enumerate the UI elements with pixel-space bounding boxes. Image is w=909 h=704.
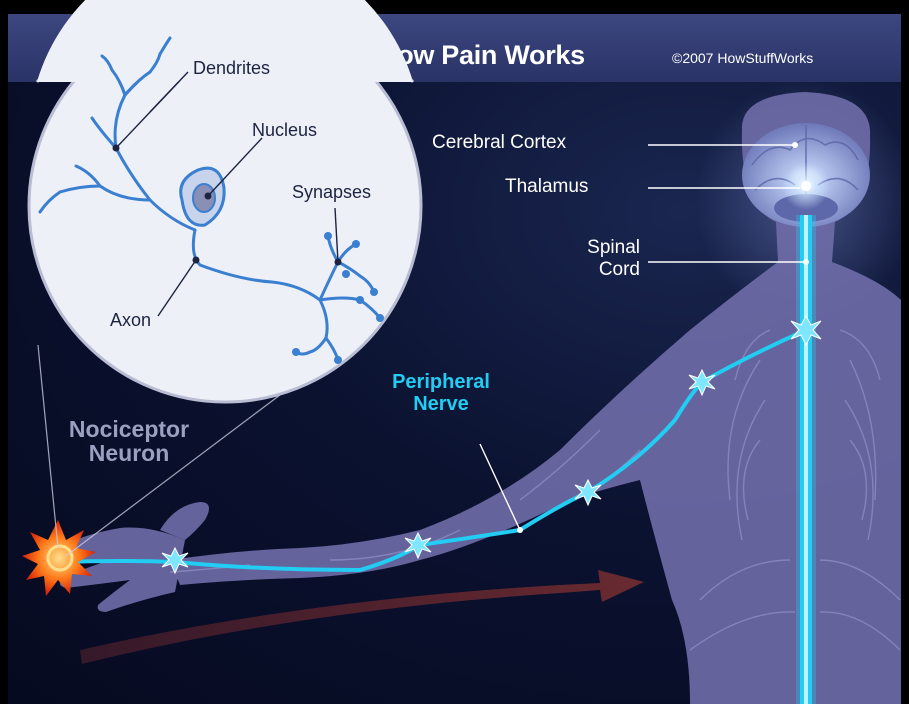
nucleus bbox=[193, 184, 215, 212]
label-nucleus: Nucleus bbox=[252, 120, 317, 141]
label-synapses: Synapses bbox=[292, 182, 371, 203]
label-peripheral-nerve: Peripheral Nerve bbox=[385, 371, 497, 415]
frame-right bbox=[901, 0, 909, 704]
label-peripheral-line2: Nerve bbox=[385, 393, 497, 415]
label-spinal-line1: Spinal bbox=[560, 237, 640, 259]
label-nociceptor-line2: Neuron bbox=[40, 441, 218, 465]
label-nociceptor-line1: Nociceptor bbox=[40, 417, 218, 441]
spinal-cord bbox=[796, 215, 816, 704]
frame-left bbox=[0, 0, 8, 704]
label-cerebral-cortex: Cerebral Cortex bbox=[432, 132, 566, 154]
label-thalamus: Thalamus bbox=[505, 176, 588, 198]
brain bbox=[742, 123, 870, 227]
label-spinal-line2: Cord bbox=[560, 259, 640, 281]
label-peripheral-line1: Peripheral bbox=[385, 371, 497, 393]
label-spinal-cord: Spinal Cord bbox=[560, 237, 640, 281]
page-title: How Pain Works bbox=[378, 40, 585, 71]
frame-top bbox=[0, 0, 909, 14]
label-axon: Axon bbox=[110, 310, 151, 331]
label-nociceptor-neuron: Nociceptor Neuron bbox=[40, 417, 218, 465]
label-dendrites: Dendrites bbox=[193, 58, 270, 79]
copyright-notice: ©2007 HowStuffWorks bbox=[672, 50, 813, 66]
